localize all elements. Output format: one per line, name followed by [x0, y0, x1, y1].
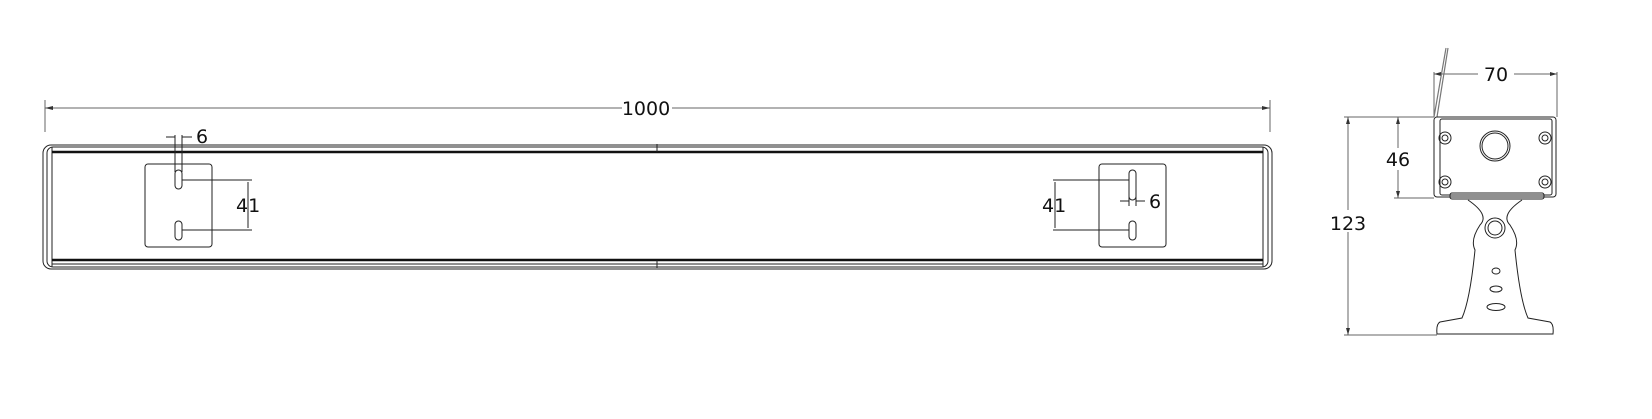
slot-spacing-label: 41 — [236, 195, 260, 217]
side-housing — [1433, 116, 1557, 200]
left-mounting-plate: 6 41 — [144, 126, 260, 248]
slot-width-label: 6 — [196, 126, 208, 148]
length-label: 1000 — [622, 98, 670, 120]
cable-gland — [1479, 130, 1511, 162]
slot-upper — [174, 169, 183, 190]
right-mounting-plate: 6 41 — [1042, 163, 1167, 248]
length-dimension: 1000 — [44, 98, 1271, 132]
width-label: 70 — [1484, 64, 1508, 86]
slot-lower — [174, 220, 183, 241]
slot-width-label: 6 — [1149, 191, 1161, 213]
mounting-stand — [1436, 199, 1554, 335]
front-view: 1000 6 41 — [42, 98, 1273, 270]
overall-height-dimension: 123 — [1330, 116, 1437, 336]
pivot-knob — [1484, 217, 1506, 239]
visor-edge — [1433, 47, 1447, 118]
overall-height-label: 123 — [1330, 213, 1366, 235]
body-height-label: 46 — [1386, 149, 1410, 171]
width-dimension: 70 — [1433, 64, 1558, 117]
body-height-dimension: 46 — [1386, 116, 1434, 199]
slot-spacing-label: 41 — [1042, 195, 1066, 217]
slot-upper — [1128, 169, 1137, 201]
side-view: 70 — [1330, 47, 1558, 336]
fixture-housing — [42, 144, 1273, 270]
slot-lower — [1128, 220, 1137, 241]
